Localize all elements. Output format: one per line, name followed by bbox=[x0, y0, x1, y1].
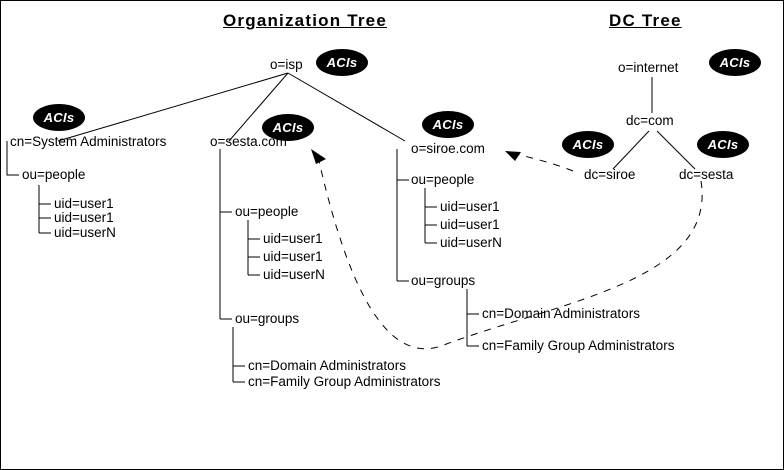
node-sesta-user-n[interactable]: uid=userN bbox=[263, 267, 325, 282]
aci-badge-dc-siroe[interactable]: ACIs bbox=[562, 131, 614, 158]
node-cn-system-administrators[interactable]: cn=System Administrators bbox=[10, 134, 167, 149]
node-siroe-group-domain-administrators[interactable]: cn=Domain Administrators bbox=[482, 306, 640, 321]
aci-badge-dc-sesta[interactable]: ACIs bbox=[697, 131, 749, 158]
edge-siroe-people-children bbox=[424, 188, 437, 244]
aci-badge-o-isp[interactable]: ACIs bbox=[316, 49, 368, 76]
aci-badge-o-siroe-com[interactable]: ACIs bbox=[422, 111, 474, 138]
node-sesta-user-2[interactable]: uid=user1 bbox=[263, 249, 323, 264]
edge-siroe-spine bbox=[396, 149, 409, 282]
edge-sesta-people-children bbox=[247, 220, 260, 276]
edge-siroe-groups-children bbox=[466, 289, 479, 347]
node-sysadmin-ou-people[interactable]: ou=people bbox=[22, 167, 86, 182]
aci-badge-o-sesta-com[interactable]: ACIs bbox=[262, 114, 314, 141]
node-dc-com[interactable]: dc=com bbox=[626, 113, 674, 128]
node-sesta-ou-groups[interactable]: ou=groups bbox=[235, 311, 300, 326]
aci-badge-cn-system-administrators[interactable]: ACIs bbox=[33, 104, 85, 131]
node-siroe-user-1[interactable]: uid=user1 bbox=[440, 199, 500, 214]
node-sysadmin-user-1[interactable]: uid=user1 bbox=[54, 196, 114, 211]
dc-tree-title: DC Tree bbox=[609, 11, 682, 30]
arrowhead-o-siroe-com bbox=[505, 151, 521, 161]
edge-sysadmin-people bbox=[38, 185, 51, 234]
node-o-siroe-com[interactable]: o=siroe.com bbox=[411, 141, 485, 156]
node-sesta-group-family-group-administrators[interactable]: cn=Family Group Administrators bbox=[248, 374, 441, 389]
node-siroe-ou-groups[interactable]: ou=groups bbox=[411, 273, 476, 288]
node-o-isp[interactable]: o=isp bbox=[270, 57, 303, 72]
node-sesta-group-domain-administrators[interactable]: cn=Domain Administrators bbox=[248, 358, 406, 373]
node-o-sesta-com[interactable]: o=sesta.com bbox=[210, 134, 287, 149]
node-dc-siroe[interactable]: dc=siroe bbox=[584, 167, 636, 182]
node-siroe-group-family-group-administrators[interactable]: cn=Family Group Administrators bbox=[482, 338, 675, 353]
organization-tree-title: Organization Tree bbox=[223, 11, 387, 30]
arrowhead-o-sesta-com bbox=[311, 149, 326, 164]
node-siroe-ou-people[interactable]: ou=people bbox=[411, 172, 475, 187]
edge-sesta-groups-children bbox=[232, 327, 245, 383]
edge-com-to-siroe bbox=[612, 130, 650, 170]
node-siroe-user-2[interactable]: uid=user1 bbox=[440, 217, 500, 232]
node-siroe-user-n[interactable]: uid=userN bbox=[440, 235, 502, 250]
edge-isp-to-system-administrators bbox=[57, 72, 289, 142]
node-sysadmin-user-2[interactable]: uid=user1 bbox=[54, 210, 114, 225]
node-sesta-ou-people[interactable]: ou=people bbox=[235, 204, 299, 219]
node-dc-sesta[interactable]: dc=sesta bbox=[679, 167, 734, 182]
node-sesta-user-1[interactable]: uid=user1 bbox=[263, 231, 323, 246]
dashed-link-siroe bbox=[514, 153, 574, 172]
edge-sesta-spine bbox=[219, 149, 232, 320]
aci-badge-o-internet[interactable]: ACIs bbox=[709, 49, 761, 76]
node-sysadmin-user-n[interactable]: uid=userN bbox=[54, 225, 116, 240]
edge-com-to-sesta bbox=[656, 130, 696, 170]
node-o-internet[interactable]: o=internet bbox=[618, 60, 679, 75]
